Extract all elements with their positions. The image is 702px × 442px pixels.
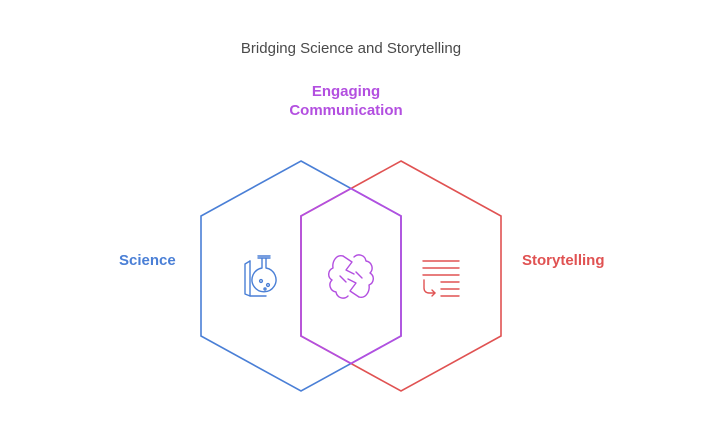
diagram-title: Bridging Science and Storytelling — [240, 40, 462, 57]
storytelling-label: Storytelling — [522, 252, 605, 269]
overlap-region — [300, 187, 402, 365]
overlap-label-line2: Communication — [289, 102, 403, 119]
handshake-icon — [328, 254, 374, 299]
science-label: Science — [119, 252, 176, 269]
text-lines-arrow-icon — [422, 260, 460, 297]
overlap-label: Engaging Communication — [246, 82, 446, 120]
flask-book-icon — [244, 255, 277, 297]
overlap-label-line1: Engaging — [311, 83, 381, 100]
